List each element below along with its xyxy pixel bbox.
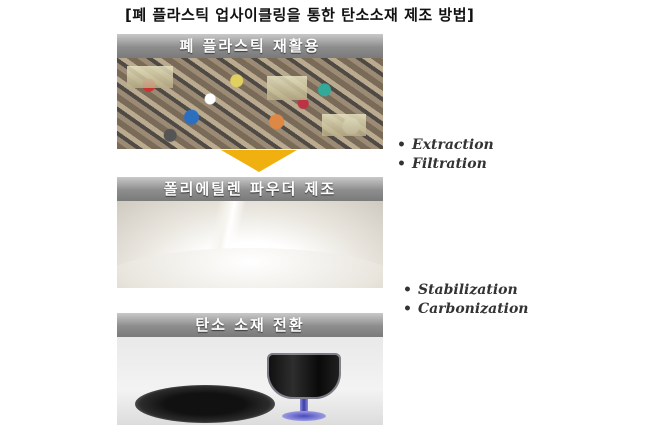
note-text: Filtration — [411, 156, 487, 172]
process-notes-2: • Stabilization • Carbonization — [403, 281, 529, 319]
glass-stem — [300, 399, 308, 413]
note-text: Carbonization — [417, 301, 529, 317]
note-item: • Stabilization — [403, 281, 529, 300]
step-panel-polyethylene-powder: 폴리에틸렌 파우더 제조 — [117, 177, 383, 288]
figure-title: [폐 플라스틱 업사이클링을 통한 탄소소재 제조 방법] — [125, 6, 475, 24]
carbon-glass — [267, 353, 341, 399]
note-item: • Filtration — [397, 155, 494, 174]
note-text: Stabilization — [417, 282, 518, 298]
powder-photo — [117, 201, 383, 288]
step-header: 폴리에틸렌 파우더 제조 — [117, 177, 383, 201]
carbon-photo — [117, 337, 383, 425]
down-arrow-icon — [221, 150, 297, 172]
step-panel-plastic-recycling: 폐 플라스틱 재활용 — [117, 34, 383, 149]
step-panel-carbon-material: 탄소 소재 전환 — [117, 313, 383, 425]
waste-bale — [127, 66, 173, 88]
note-item: • Carbonization — [403, 300, 529, 319]
glass-base — [282, 411, 326, 421]
powder-mound — [117, 248, 383, 288]
bullet-icon: • — [403, 301, 412, 317]
bullet-icon: • — [403, 282, 412, 298]
step-header: 폐 플라스틱 재활용 — [117, 34, 383, 58]
process-notes-1: • Extraction • Filtration — [397, 136, 494, 174]
bullet-icon: • — [397, 156, 406, 172]
note-item: • Extraction — [397, 136, 494, 155]
waste-bale — [322, 114, 366, 136]
bullet-icon: • — [397, 137, 406, 153]
step-header: 탄소 소재 전환 — [117, 313, 383, 337]
waste-bale — [267, 76, 307, 100]
carbon-powder-pile — [135, 385, 275, 423]
note-text: Extraction — [411, 137, 494, 153]
plastic-waste-photo — [117, 58, 383, 149]
